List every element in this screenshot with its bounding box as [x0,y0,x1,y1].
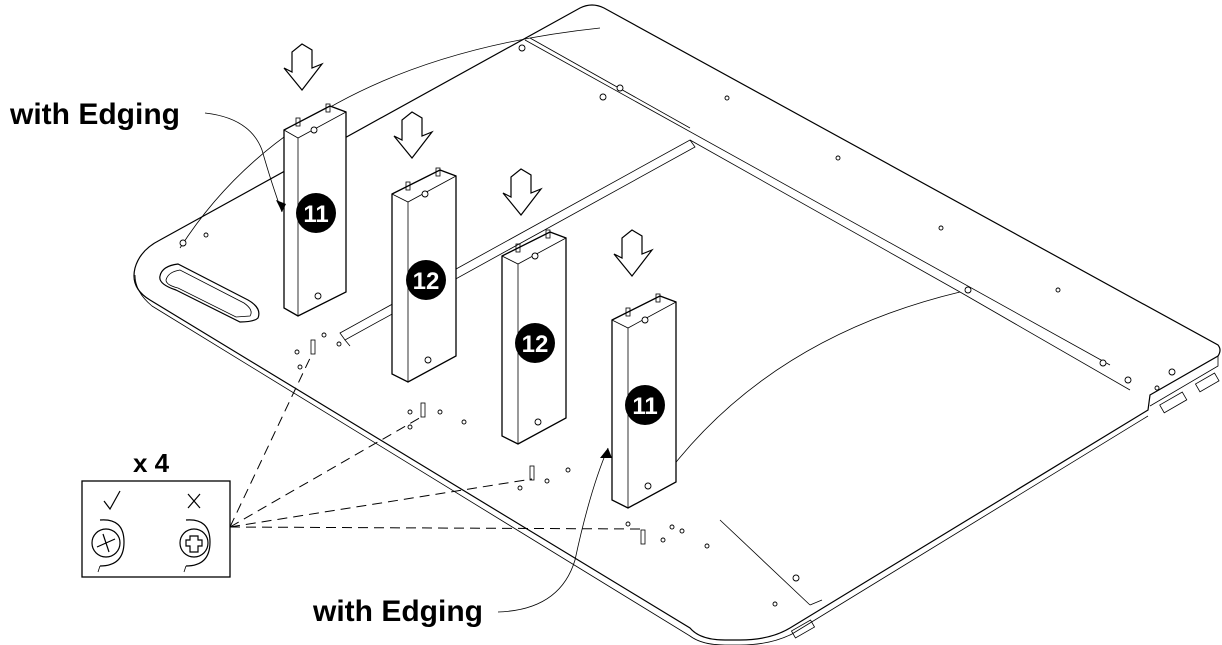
panel-part-11-left: 11 [283,103,347,317]
quantity-label: x 4 [133,448,170,478]
down-arrow-icon [502,168,543,216]
part-number-badge [515,323,555,363]
part-number-badge [296,193,336,233]
part-number-badge [625,385,665,425]
panel-part-12-a: 12 [391,167,457,383]
panel-part-11-right: 11 [611,293,677,509]
leader-line-top [204,112,283,213]
leader-line-bottom [497,447,609,613]
check-mark-icon [103,490,121,511]
part-number: 12 [413,268,440,295]
edging-label-top: with Edging [9,98,180,131]
down-arrow-icon [393,111,434,159]
down-arrow-icon [613,229,654,277]
part-number: 12 [522,331,549,358]
part-number: 11 [303,201,328,228]
dashed-guides [229,353,641,530]
cross-mark-icon [187,493,201,509]
cam-screws [310,339,646,545]
base-board [133,4,1221,645]
part-number: 11 [632,393,657,420]
panel-part-12-b: 12 [501,229,567,445]
part-number-badge [406,260,446,300]
board-holes [179,44,1176,607]
edging-label-bottom: with Edging [312,595,483,628]
hardware-box: x 4 [81,448,231,578]
insert-arrows [283,43,654,277]
cam-lock-wrong-icon [179,519,211,573]
cam-lock-correct-icon [91,519,125,573]
down-arrow-icon [283,43,324,91]
